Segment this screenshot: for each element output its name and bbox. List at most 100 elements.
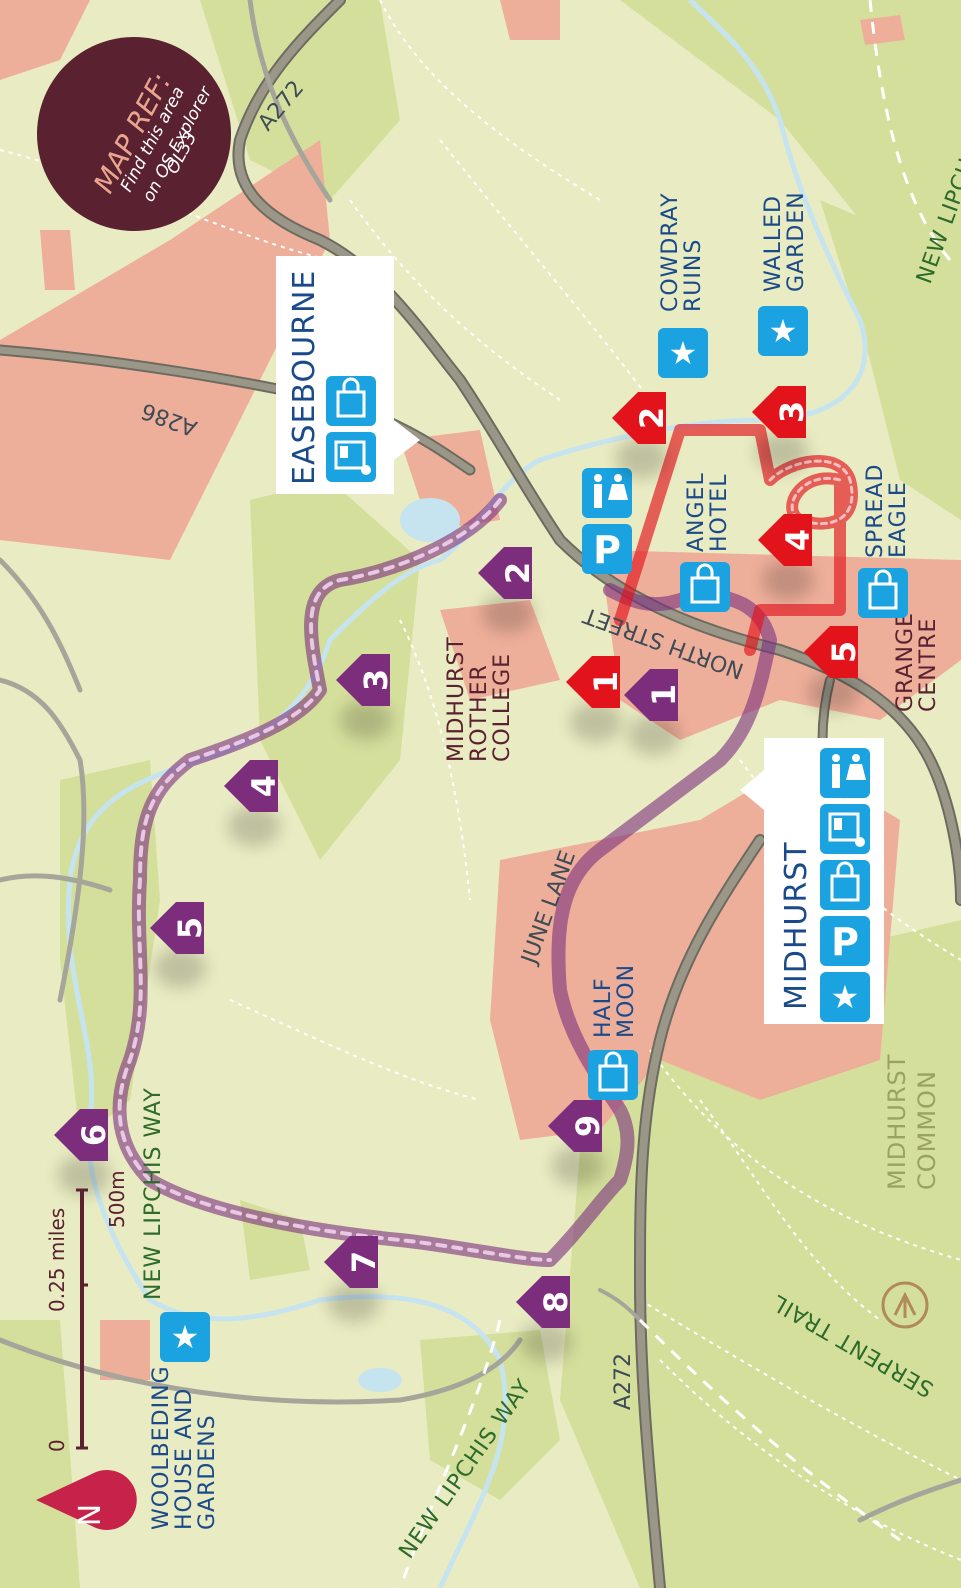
purple-marker-8: 8 — [516, 1276, 575, 1362]
information-icon — [326, 432, 376, 482]
purple-marker-1: 1 — [624, 669, 683, 755]
red-marker-4-number: 4 — [779, 529, 817, 551]
map-ref-badge: MAP REF: Find this area on OS Explorer O… — [37, 37, 231, 231]
label-rother-college: MIDHURST ROTHER COLLEGE — [444, 636, 515, 762]
trail-label-new-lipchis-mid: NEW LIPCHIS WAY — [141, 1087, 166, 1300]
town-box-easebourne: EASEBOURNE — [276, 256, 420, 494]
svg-text:★: ★ — [831, 978, 860, 1016]
svg-text:EAGLE: EAGLE — [886, 481, 911, 558]
purple-marker-5-number: 5 — [171, 917, 209, 939]
toilets-icon — [820, 748, 870, 798]
svg-text:WOOLBEDING: WOOLBEDING — [149, 1365, 174, 1530]
walled-garden-star-icon: ★ — [758, 306, 808, 356]
svg-text:P: P — [831, 920, 859, 964]
purple-marker-3-number: 3 — [357, 669, 395, 691]
half-moon-shop-icon — [588, 1050, 638, 1100]
red-marker-3-number: 3 — [773, 401, 811, 423]
red-marker-1-number: 1 — [587, 671, 625, 693]
purple-route-markers: 1 2 3 4 5 6 7 8 9 — [54, 547, 683, 1362]
label-cowdray-ruins: COWDRAY RUINS — [658, 192, 706, 312]
purple-marker-9: 9 — [548, 1100, 607, 1186]
shop-icon — [326, 376, 376, 426]
cowdray-ruins-star-icon: ★ — [658, 328, 708, 378]
information-icon — [820, 804, 870, 854]
toilets-icon — [582, 468, 632, 518]
svg-text:GARDEN: GARDEN — [784, 191, 809, 292]
north-letter: N — [73, 1504, 108, 1526]
north-arrow-icon: N — [36, 1469, 137, 1530]
new-lipchis-way-route — [398, 0, 952, 1588]
angel-hotel-shop-icon — [680, 562, 730, 612]
purple-marker-4-number: 4 — [245, 775, 283, 797]
red-marker-3: 3 — [752, 386, 811, 472]
road-label-a272-bottom: A272 — [611, 1353, 636, 1410]
svg-text:COMMON: COMMON — [913, 1070, 941, 1190]
attraction-star-icon: ★ — [820, 972, 870, 1022]
purple-walk-route — [112, 493, 777, 1267]
serpent-trail-logo-icon — [881, 1281, 929, 1329]
label-walled-garden: WALLED GARDEN — [761, 191, 809, 292]
svg-text:MOON: MOON — [614, 964, 639, 1038]
svg-text:MIDHURST: MIDHURST — [883, 1054, 911, 1190]
red-marker-1: 1 — [566, 656, 625, 742]
svg-text:COWDRAY: COWDRAY — [658, 192, 683, 312]
svg-text:HALF: HALF — [591, 977, 616, 1038]
label-midhurst-common: MIDHURST COMMON — [883, 1054, 941, 1190]
purple-marker-1-number: 1 — [645, 684, 683, 706]
purple-marker-9-number: 9 — [569, 1115, 607, 1137]
svg-text:★: ★ — [769, 312, 798, 350]
red-marker-5: 5 — [804, 626, 863, 712]
purple-marker-7-number: 7 — [345, 1251, 383, 1273]
svg-text:CENTRE: CENTRE — [916, 618, 941, 712]
red-marker-2-number: 2 — [633, 407, 671, 429]
shop-icon — [820, 860, 870, 910]
purple-marker-7: 7 — [324, 1236, 383, 1322]
svg-text:ANGEL: ANGEL — [684, 472, 709, 552]
svg-text:GARDENS: GARDENS — [195, 1414, 220, 1530]
svg-text:HOTEL: HOTEL — [707, 474, 732, 552]
town-name-easebourne: EASEBOURNE — [287, 270, 322, 485]
purple-marker-6-number: 6 — [75, 1124, 113, 1146]
red-marker-5-number: 5 — [825, 641, 863, 663]
red-marker-4: 4 — [758, 514, 817, 600]
svg-text:★: ★ — [669, 334, 698, 372]
town-box-midhurst: MIDHURST P ★ — [740, 738, 884, 1024]
svg-text:ROTHER: ROTHER — [467, 664, 492, 762]
svg-text:P: P — [593, 528, 621, 572]
purple-marker-2-number: 2 — [499, 562, 537, 584]
scale-miles: 0.25 miles — [45, 1208, 69, 1312]
svg-text:COLLEGE: COLLEGE — [490, 653, 515, 762]
svg-text:MIDHURST: MIDHURST — [444, 636, 469, 762]
parking-icon: P — [582, 524, 632, 574]
red-marker-2: 2 — [612, 392, 671, 478]
purple-marker-2: 2 — [478, 547, 537, 633]
serpent-trail-route — [638, 1318, 901, 1542]
purple-marker-5: 5 — [150, 902, 209, 988]
purple-marker-4: 4 — [224, 760, 283, 846]
pond-woolbeding — [358, 1368, 402, 1392]
parking-icon: P — [820, 916, 870, 966]
scale-bar: 0 0.25 miles 500m — [45, 1170, 129, 1452]
pond-easebourne — [400, 498, 460, 542]
svg-text:GRANGE: GRANGE — [893, 612, 918, 712]
svg-text:SPREAD: SPREAD — [863, 464, 888, 558]
spread-eagle-shop-icon — [858, 568, 908, 618]
label-angel-hotel: ANGEL HOTEL — [684, 472, 732, 552]
svg-text:HOUSE AND: HOUSE AND — [172, 1388, 197, 1530]
svg-text:WALLED: WALLED — [761, 195, 786, 292]
woolbeding-star-icon: ★ — [160, 1312, 210, 1362]
purple-marker-3: 3 — [336, 654, 395, 740]
label-half-moon: HALF MOON — [591, 964, 639, 1038]
label-woolbeding: WOOLBEDING HOUSE AND GARDENS — [149, 1365, 220, 1530]
svg-text:★: ★ — [171, 1318, 200, 1356]
purple-marker-8-number: 8 — [537, 1291, 575, 1313]
scale-zero: 0 — [45, 1439, 69, 1452]
svg-text:RUINS: RUINS — [681, 239, 706, 312]
purple-marker-6: 6 — [54, 1109, 113, 1195]
label-grange-centre: GRANGE CENTRE — [893, 612, 941, 712]
label-spread-eagle: SPREAD EAGLE — [863, 464, 911, 558]
town-name-midhurst: MIDHURST — [779, 841, 814, 1010]
